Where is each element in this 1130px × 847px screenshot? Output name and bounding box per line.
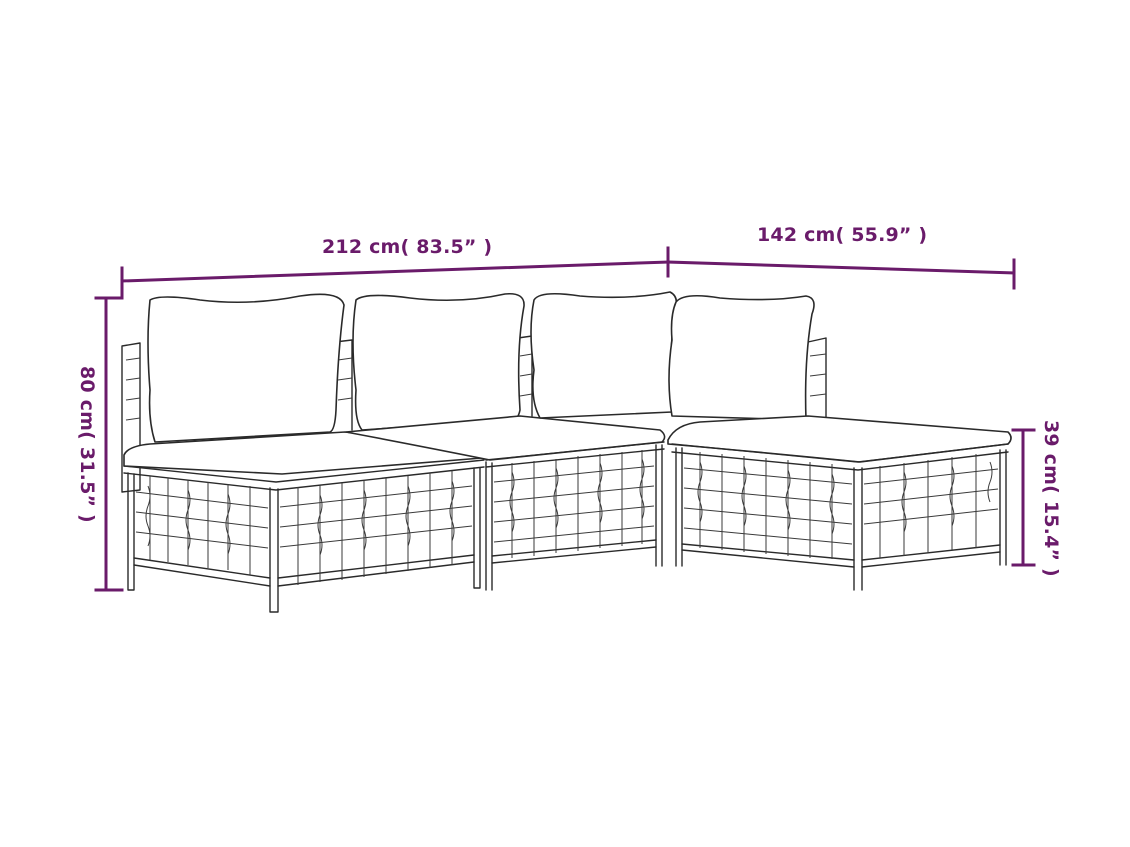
corner-sofa-right	[530, 291, 827, 421]
footstool	[667, 415, 1012, 591]
height-seat-label: 39 cm( 15.4” )	[1040, 420, 1062, 577]
height-total-label: 80 cm( 31.5” )	[76, 366, 98, 523]
dimension-lines	[94, 246, 1036, 592]
corner-sofa-left	[121, 293, 486, 613]
middle-sofa	[345, 292, 666, 591]
width-right-label: 142 cm( 55.9” )	[757, 224, 928, 246]
width-left-label: 212 cm( 83.5” )	[322, 236, 493, 258]
